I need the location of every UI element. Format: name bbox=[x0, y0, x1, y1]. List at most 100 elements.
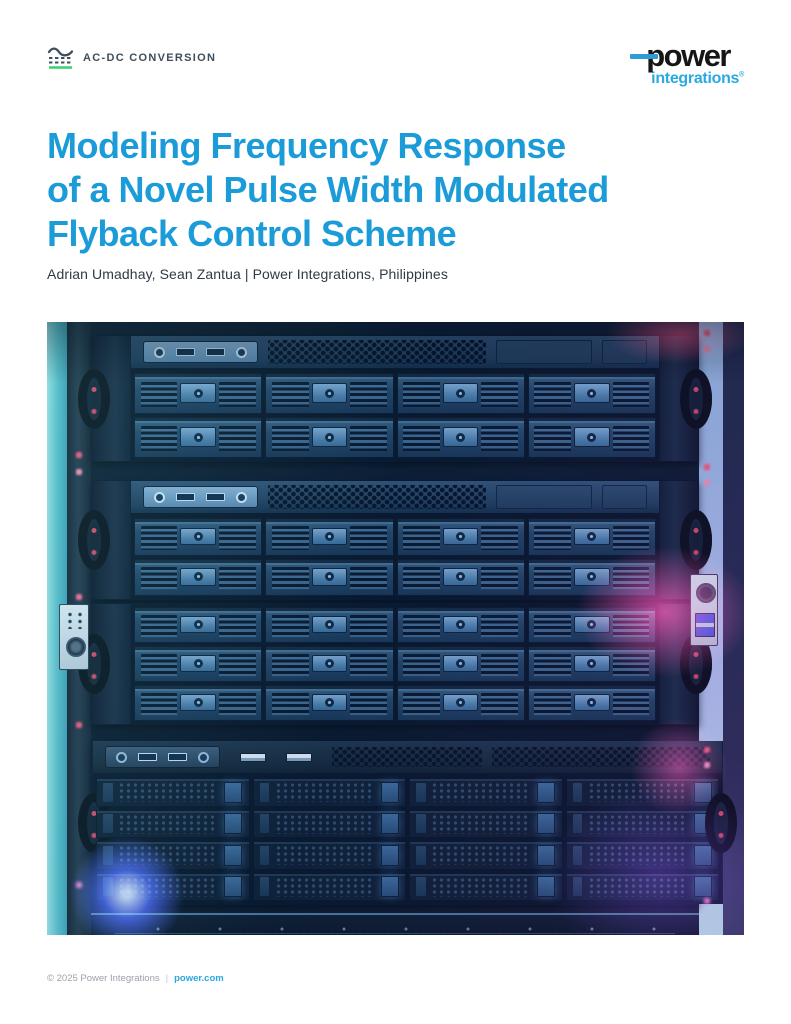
drive-bay bbox=[396, 558, 525, 596]
logo-dash-icon bbox=[630, 54, 659, 59]
bay-latch bbox=[380, 844, 399, 866]
drive-bay bbox=[565, 841, 719, 870]
bay-lock bbox=[456, 531, 466, 541]
front-io-panel bbox=[143, 341, 258, 363]
usb-port bbox=[206, 493, 226, 501]
drive-bay bbox=[396, 373, 525, 414]
handle-led bbox=[693, 652, 699, 657]
drive-bay bbox=[265, 607, 394, 643]
bay-latch bbox=[693, 876, 712, 898]
bay-lock bbox=[324, 572, 334, 582]
bay-latch bbox=[380, 876, 399, 898]
handle-led bbox=[718, 810, 724, 816]
vent-grille bbox=[268, 485, 486, 509]
bay-tab bbox=[259, 845, 270, 865]
ac-dc-waveform-icon bbox=[47, 46, 74, 70]
drive-bay bbox=[565, 872, 719, 901]
bay-lock bbox=[456, 572, 466, 582]
category-label: AC-DC CONVERSION bbox=[83, 52, 217, 64]
blank-panel bbox=[496, 340, 593, 364]
drive-bay bbox=[527, 685, 656, 721]
drive-bay bbox=[527, 646, 656, 682]
bay-latch bbox=[311, 568, 348, 586]
handle-led bbox=[91, 528, 97, 533]
bay-lock bbox=[456, 388, 466, 398]
rack-ear bbox=[78, 481, 130, 599]
bay-latch bbox=[442, 427, 479, 447]
usb-cluster bbox=[230, 748, 322, 766]
vent-grille bbox=[492, 747, 710, 767]
drive-bay bbox=[134, 417, 263, 458]
bay-lock bbox=[193, 432, 203, 442]
bay-tab bbox=[416, 877, 426, 897]
rack-units bbox=[78, 322, 737, 935]
handle-led bbox=[91, 386, 97, 392]
bay-tab bbox=[103, 814, 113, 834]
title-line-3: Flyback Control Scheme bbox=[47, 213, 457, 254]
handle-led bbox=[693, 528, 699, 533]
bay-latch bbox=[311, 616, 348, 634]
bay-latch bbox=[224, 781, 243, 803]
bay-tab bbox=[416, 782, 426, 802]
server-chassis bbox=[130, 336, 660, 461]
drive-bay bbox=[252, 872, 406, 901]
bay-lock bbox=[587, 572, 597, 582]
drive-bay bbox=[527, 518, 656, 556]
server-chassis bbox=[130, 604, 660, 724]
authors-line: Adrian Umadhay, Sean Zantua | Power Inte… bbox=[47, 266, 448, 282]
drive-bay bbox=[96, 809, 250, 838]
drive-bay-grid bbox=[131, 604, 659, 724]
bay-lock bbox=[587, 620, 597, 630]
blank-panel bbox=[602, 485, 647, 509]
bay-latch bbox=[180, 427, 216, 447]
bay-latch bbox=[442, 568, 479, 586]
bay-latch bbox=[574, 427, 610, 447]
drive-bay bbox=[565, 778, 719, 807]
bay-latch bbox=[442, 694, 479, 712]
bay-latch bbox=[311, 527, 348, 546]
usb-port bbox=[175, 493, 195, 501]
bay-tab bbox=[572, 845, 583, 865]
drive-bay bbox=[265, 518, 394, 556]
usb-port bbox=[137, 753, 157, 761]
rack-handle bbox=[705, 792, 737, 853]
blank-panel bbox=[496, 485, 593, 509]
rack-pedestal bbox=[91, 913, 699, 935]
drive-bay-grid bbox=[131, 515, 659, 599]
rack-handle bbox=[78, 510, 110, 570]
hero-image bbox=[47, 322, 744, 935]
rack-post-left bbox=[47, 322, 67, 935]
drive-bay bbox=[134, 518, 263, 556]
bay-latch bbox=[537, 781, 556, 803]
control-box bbox=[59, 604, 89, 670]
bay-lock bbox=[193, 388, 203, 398]
bay-latch bbox=[224, 813, 243, 835]
bay-latch bbox=[537, 844, 556, 866]
bay-tab bbox=[416, 814, 426, 834]
drive-bay bbox=[265, 685, 394, 721]
drive-bay bbox=[396, 518, 525, 556]
bay-latch bbox=[442, 616, 479, 634]
bay-tab bbox=[103, 845, 113, 865]
usb-panel bbox=[690, 574, 718, 646]
power-com-link[interactable]: power.com bbox=[174, 973, 224, 984]
bay-lock bbox=[193, 659, 203, 669]
rack-handle bbox=[680, 368, 712, 429]
drive-bay bbox=[527, 558, 656, 596]
bay-latch bbox=[180, 383, 216, 403]
bay-latch bbox=[442, 383, 479, 403]
drive-bay bbox=[265, 417, 394, 458]
drive-bay bbox=[265, 373, 394, 414]
rack-handle bbox=[78, 368, 110, 429]
bay-latch bbox=[574, 527, 610, 546]
bay-tab bbox=[572, 877, 583, 897]
bay-tab bbox=[259, 877, 270, 897]
reset-button bbox=[236, 346, 248, 358]
power-button bbox=[153, 491, 165, 503]
rack-handle bbox=[680, 510, 712, 570]
usb-port bbox=[286, 752, 312, 762]
drive-bay bbox=[527, 417, 656, 458]
bay-tab bbox=[416, 845, 426, 865]
drive-bay bbox=[265, 646, 394, 682]
